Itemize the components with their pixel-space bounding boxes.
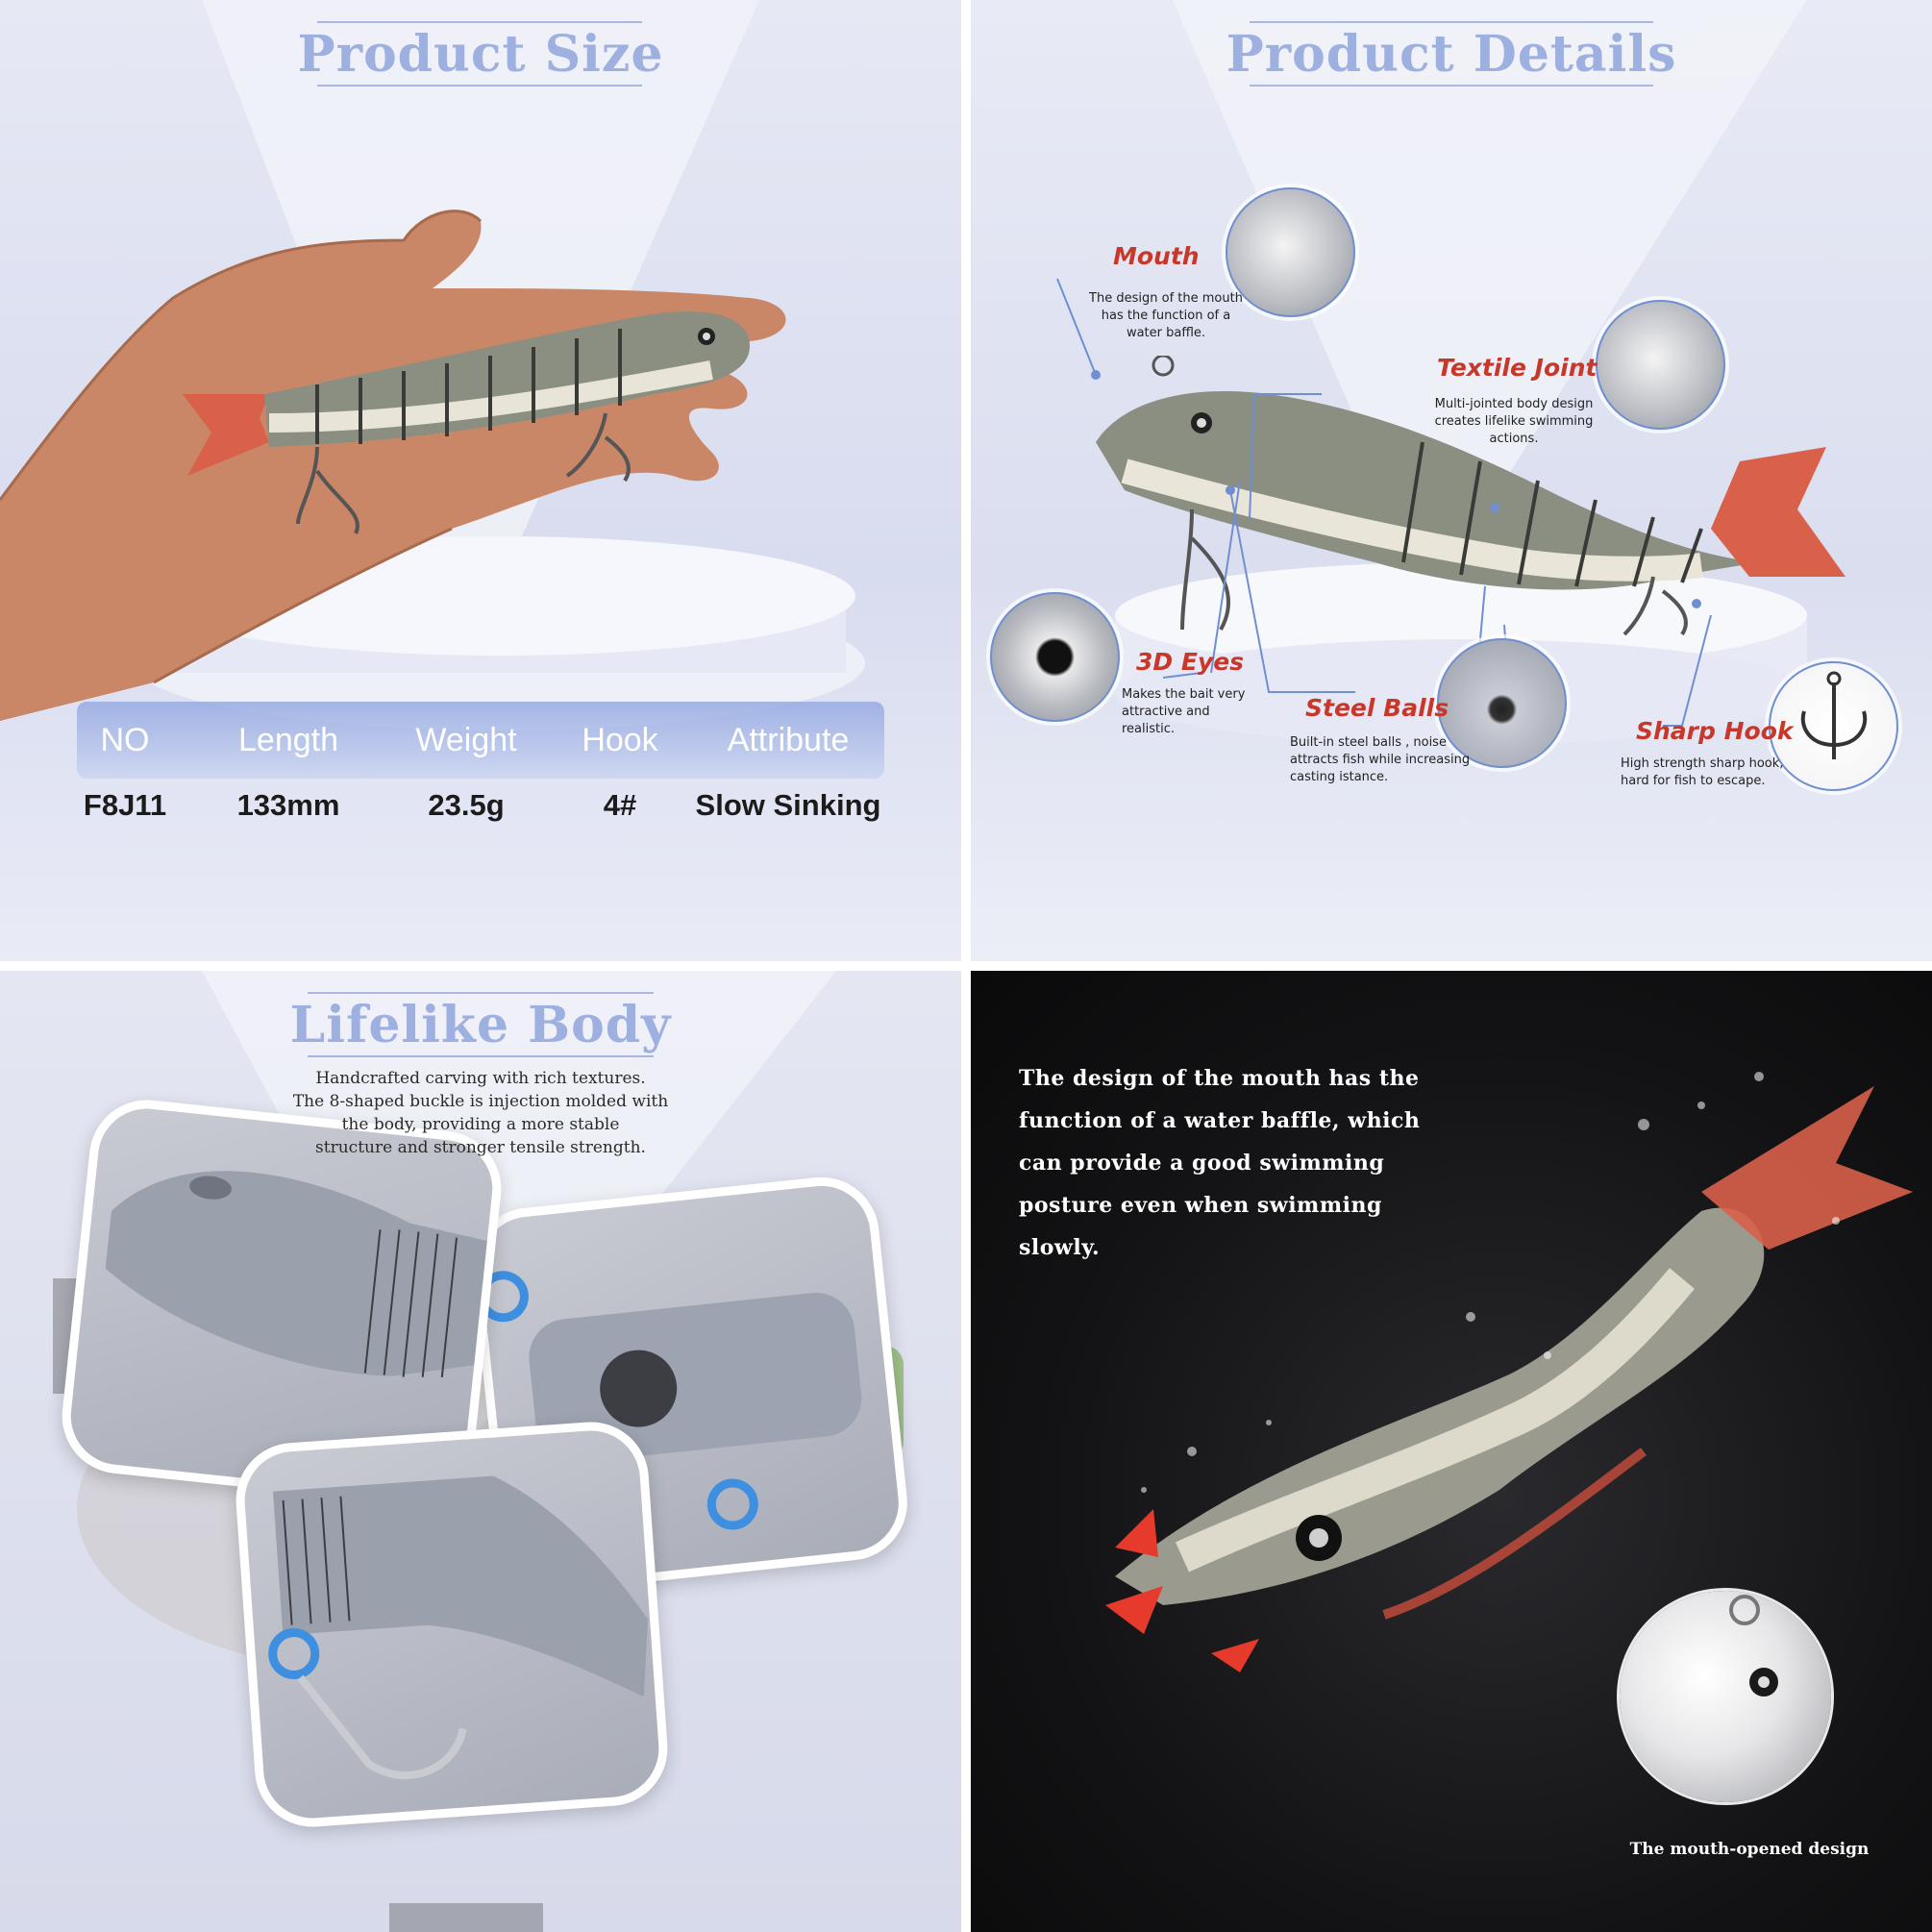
callout-mouth-title: Mouth bbox=[1113, 242, 1200, 270]
page-title: Product Size bbox=[297, 25, 664, 84]
hook-icon bbox=[1800, 671, 1868, 759]
spec-table-row: F8J11 133mm 23.5g 4# Slow Sinking bbox=[77, 767, 884, 844]
title-rule-bottom bbox=[1250, 85, 1653, 87]
callout-balls-title: Steel Balls bbox=[1305, 694, 1449, 722]
lure-image bbox=[183, 311, 750, 534]
description-line: the body, providing a more stable bbox=[341, 1115, 620, 1134]
callout-eyes-desc: Makes the bait very attractive and reali… bbox=[1122, 686, 1266, 738]
description-line: structure and stronger tensile strength. bbox=[315, 1138, 646, 1157]
spec-header-length: Length bbox=[238, 722, 338, 758]
callout-balls-desc-line: casting istance. bbox=[1290, 770, 1389, 784]
title-rule-top bbox=[308, 992, 654, 994]
swimming-lure-image bbox=[1105, 1072, 1913, 1672]
title-rule-bottom bbox=[317, 85, 642, 87]
product-details-panel: Product Details Mouth The design of the … bbox=[971, 0, 1932, 961]
eye-detail-image bbox=[990, 592, 1120, 722]
lifelike-body-panel: Lifelike Body bbox=[0, 971, 961, 1932]
callout-balls-desc-line: Built-in steel balls , noise bbox=[1290, 735, 1447, 750]
callout-eyes-desc-line: attractive and realistic. bbox=[1122, 705, 1210, 736]
spec-header-hook: Hook bbox=[582, 722, 658, 758]
callout-eyes-desc-line: Makes the bait very bbox=[1122, 687, 1246, 702]
steel-balls-detail-image bbox=[1437, 638, 1567, 768]
description-line: posture even when swimming bbox=[1019, 1193, 1382, 1218]
page-title: Lifelike Body bbox=[289, 996, 672, 1054]
description-line: The design of the mouth has the bbox=[1019, 1066, 1420, 1091]
head-carving-image bbox=[105, 1171, 487, 1377]
hook-detail-image bbox=[1769, 661, 1898, 791]
callout-mouth-desc: The design of the mouth has the function… bbox=[1089, 290, 1243, 342]
description-line: function of a water baffle, which bbox=[1019, 1108, 1421, 1133]
tail-carving-image bbox=[268, 1475, 649, 1780]
callout-mouth-desc-line: has the function of a bbox=[1101, 309, 1231, 323]
description-line: slowly. bbox=[1019, 1235, 1101, 1260]
callout-mouth-desc-line: water baffle. bbox=[1126, 326, 1206, 340]
steel-ball-cutaway-panel bbox=[466, 1171, 913, 1598]
spec-value-attribute: Slow Sinking bbox=[695, 788, 881, 822]
title-rule-top bbox=[317, 21, 642, 23]
description-line: The 8-shaped buckle is injection molded … bbox=[292, 1092, 669, 1111]
page-title: Product Details bbox=[1226, 25, 1677, 84]
spec-header-weight: Weight bbox=[415, 722, 517, 758]
head-detail-panel bbox=[56, 1094, 508, 1511]
callout-hook-desc-line: hard for fish to escape. bbox=[1621, 774, 1766, 788]
spec-header-no: NO bbox=[100, 722, 150, 758]
title-rule-bottom bbox=[308, 1055, 654, 1057]
tail-detail-panel bbox=[232, 1418, 672, 1831]
callout-mouth-desc-line: The design of the mouth bbox=[1089, 291, 1243, 306]
spec-header-attribute: Attribute bbox=[727, 722, 850, 758]
spec-value-no: F8J11 bbox=[83, 788, 167, 822]
mouth-opened-caption: The mouth-opened design bbox=[1629, 1840, 1870, 1859]
callout-eyes-title: 3D Eyes bbox=[1136, 648, 1245, 676]
callout-hook-desc: High strength sharp hook, hard for fish … bbox=[1621, 755, 1784, 790]
joint-detail-image bbox=[1596, 300, 1725, 430]
spec-table-header-band bbox=[77, 702, 884, 779]
callout-joint-title: Textile Joint bbox=[1437, 354, 1598, 382]
callout-lines bbox=[1056, 278, 1712, 727]
spec-value-weight: 23.5g bbox=[428, 788, 505, 822]
mouth-detail-image bbox=[1226, 187, 1355, 317]
lure-image bbox=[1096, 356, 1845, 636]
callout-hook-desc-line: High strength sharp hook, bbox=[1621, 756, 1784, 771]
lure-head-image bbox=[1729, 1595, 1778, 1697]
callout-balls-desc: Built-in steel balls , noise attracts fi… bbox=[1290, 734, 1473, 786]
spec-value-length: 133mm bbox=[236, 788, 340, 822]
mouth-opened-detail-image bbox=[1620, 1591, 1831, 1802]
callout-balls-desc-line: attracts fish while increasing bbox=[1290, 753, 1471, 767]
lifelike-body-description: Handcrafted carving with rich textures. … bbox=[260, 1067, 702, 1159]
spec-value-hook: 4# bbox=[603, 788, 637, 822]
mouth-design-description: The design of the mouth has the function… bbox=[1019, 1057, 1442, 1269]
description-line: Handcrafted carving with rich textures. bbox=[315, 1069, 646, 1088]
callout-joint-desc: Multi-jointed body design creates lifeli… bbox=[1432, 396, 1596, 448]
callout-hook-title: Sharp Hook bbox=[1636, 717, 1794, 745]
description-line: can provide a good swimming bbox=[1019, 1151, 1385, 1176]
callout-joint-desc-line: creates lifelike swimming bbox=[1434, 414, 1594, 429]
mouth-design-panel: The design of the mouth has the function… bbox=[971, 971, 1932, 1932]
product-size-panel: Product Size NO Length Weight Hook Attri… bbox=[0, 0, 961, 961]
callout-joint-desc-line: Multi-jointed body design bbox=[1434, 397, 1594, 411]
callout-joint-desc-line: actions. bbox=[1489, 432, 1539, 446]
cutaway-image bbox=[477, 1271, 862, 1530]
spec-table-header: NO Length Weight Hook Attribute bbox=[77, 702, 884, 779]
title-rule-top bbox=[1250, 21, 1653, 23]
